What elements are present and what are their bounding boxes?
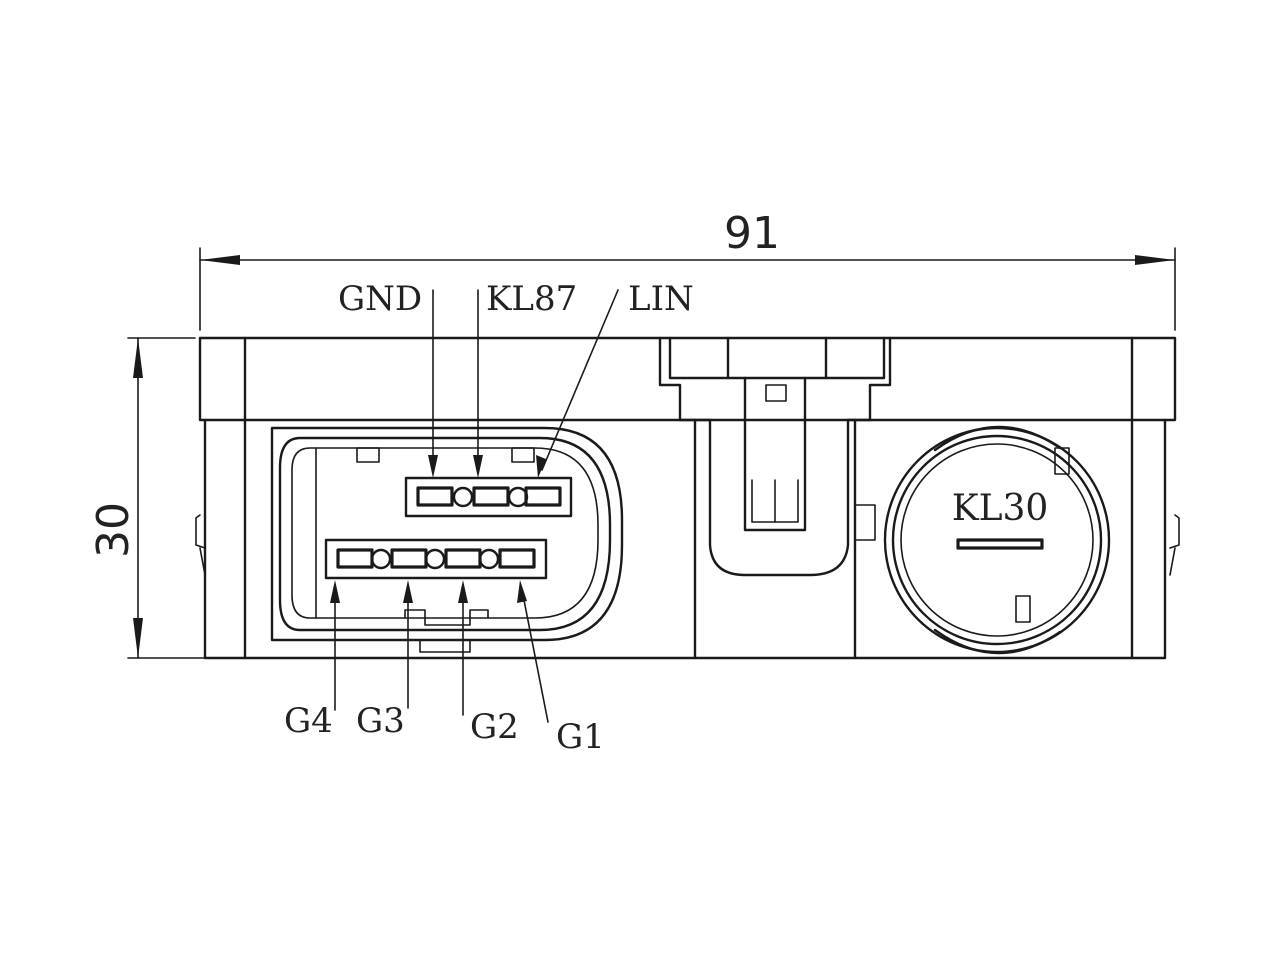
- g3-label: G3: [356, 701, 405, 741]
- lin-label: LIN: [628, 279, 694, 319]
- lower-pin-row: [324, 538, 548, 580]
- kl30-label: KL30: [952, 488, 1049, 529]
- height-label: 30: [88, 502, 139, 558]
- latch: [658, 336, 892, 577]
- width-label: 91: [724, 208, 780, 259]
- g4-label: G4: [284, 701, 333, 741]
- kl87-label: KL87: [486, 279, 577, 319]
- g2-label: G2: [470, 707, 519, 747]
- housing: [195, 336, 1180, 660]
- upper-pin-row: [404, 476, 573, 518]
- gnd-label: GND: [338, 279, 422, 319]
- main-connector: [270, 426, 624, 653]
- width-dimension: 91: [199, 208, 1176, 331]
- g1-label: G1: [556, 717, 605, 757]
- height-dimension: 30: [88, 337, 211, 659]
- kl30-terminal: KL30: [883, 425, 1111, 655]
- top-pin-labels: GND KL87 LIN: [338, 279, 694, 478]
- bottom-pin-labels: G4 G3 G2 G1: [284, 580, 605, 757]
